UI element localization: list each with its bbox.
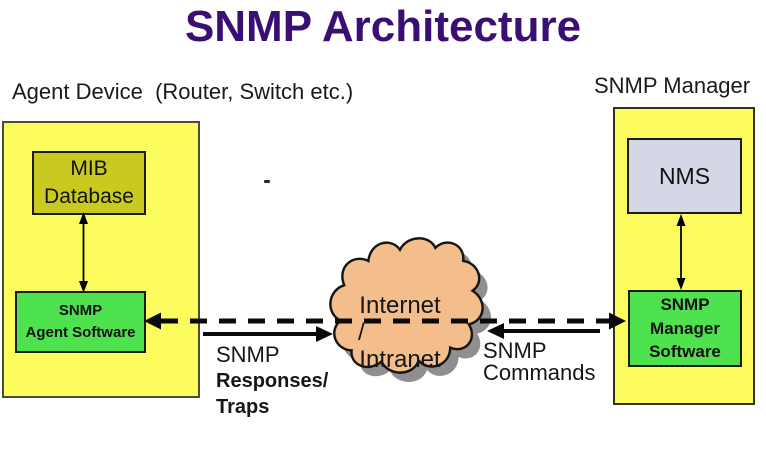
nms-box: NMS: [627, 138, 742, 214]
cloud-slash: /: [358, 319, 365, 346]
commands-label-line2: Commands: [483, 360, 596, 385]
snmp-agent-software-box: SNMP Agent Software: [15, 291, 146, 353]
responses-label-line3: Traps: [216, 395, 270, 418]
responses-arrow-icon: [203, 326, 333, 342]
mib-database-line1: MIB: [70, 156, 108, 180]
nms-manager-double-arrow-icon: [676, 214, 686, 290]
stray-artifact-mark: [264, 180, 270, 183]
commands-arrow-icon: [487, 323, 600, 339]
mib-database-box: MIB Database: [32, 151, 146, 215]
snmp-manager-software-box: SNMP Manager Software: [628, 290, 742, 367]
mib-database-line2: Database: [44, 185, 134, 208]
manager-software-line3: Software: [649, 342, 721, 362]
nms-label: NMS: [658, 162, 711, 189]
agent-software-line1: SNMP: [58, 302, 103, 320]
mib-agent-double-arrow-icon: [79, 212, 88, 293]
responses-label-line2: Responses/: [216, 369, 329, 392]
diagram-title: SNMP Architecture: [184, 2, 582, 51]
agent-device-heading: Agent Device (Router, Switch etc.): [12, 79, 354, 104]
snmp-manager-heading: SNMP Manager: [594, 73, 751, 98]
cloud-internet-label: Internet: [359, 292, 441, 319]
commands-label: SNMP Commands: [483, 340, 595, 384]
responses-label-line1: SNMP: [216, 342, 280, 367]
agent-software-line2: Agent Software: [25, 324, 136, 341]
agent-manager-dashed-arrow-icon: [144, 312, 626, 330]
responses-traps-label: SNMP Responses/ Traps: [216, 342, 329, 420]
cloud-intranet-label: Intranet: [359, 346, 441, 373]
manager-software-line1: SNMP: [660, 294, 710, 314]
manager-software-line2: Manager: [650, 318, 720, 338]
commands-label-line1: SNMP: [483, 338, 547, 363]
